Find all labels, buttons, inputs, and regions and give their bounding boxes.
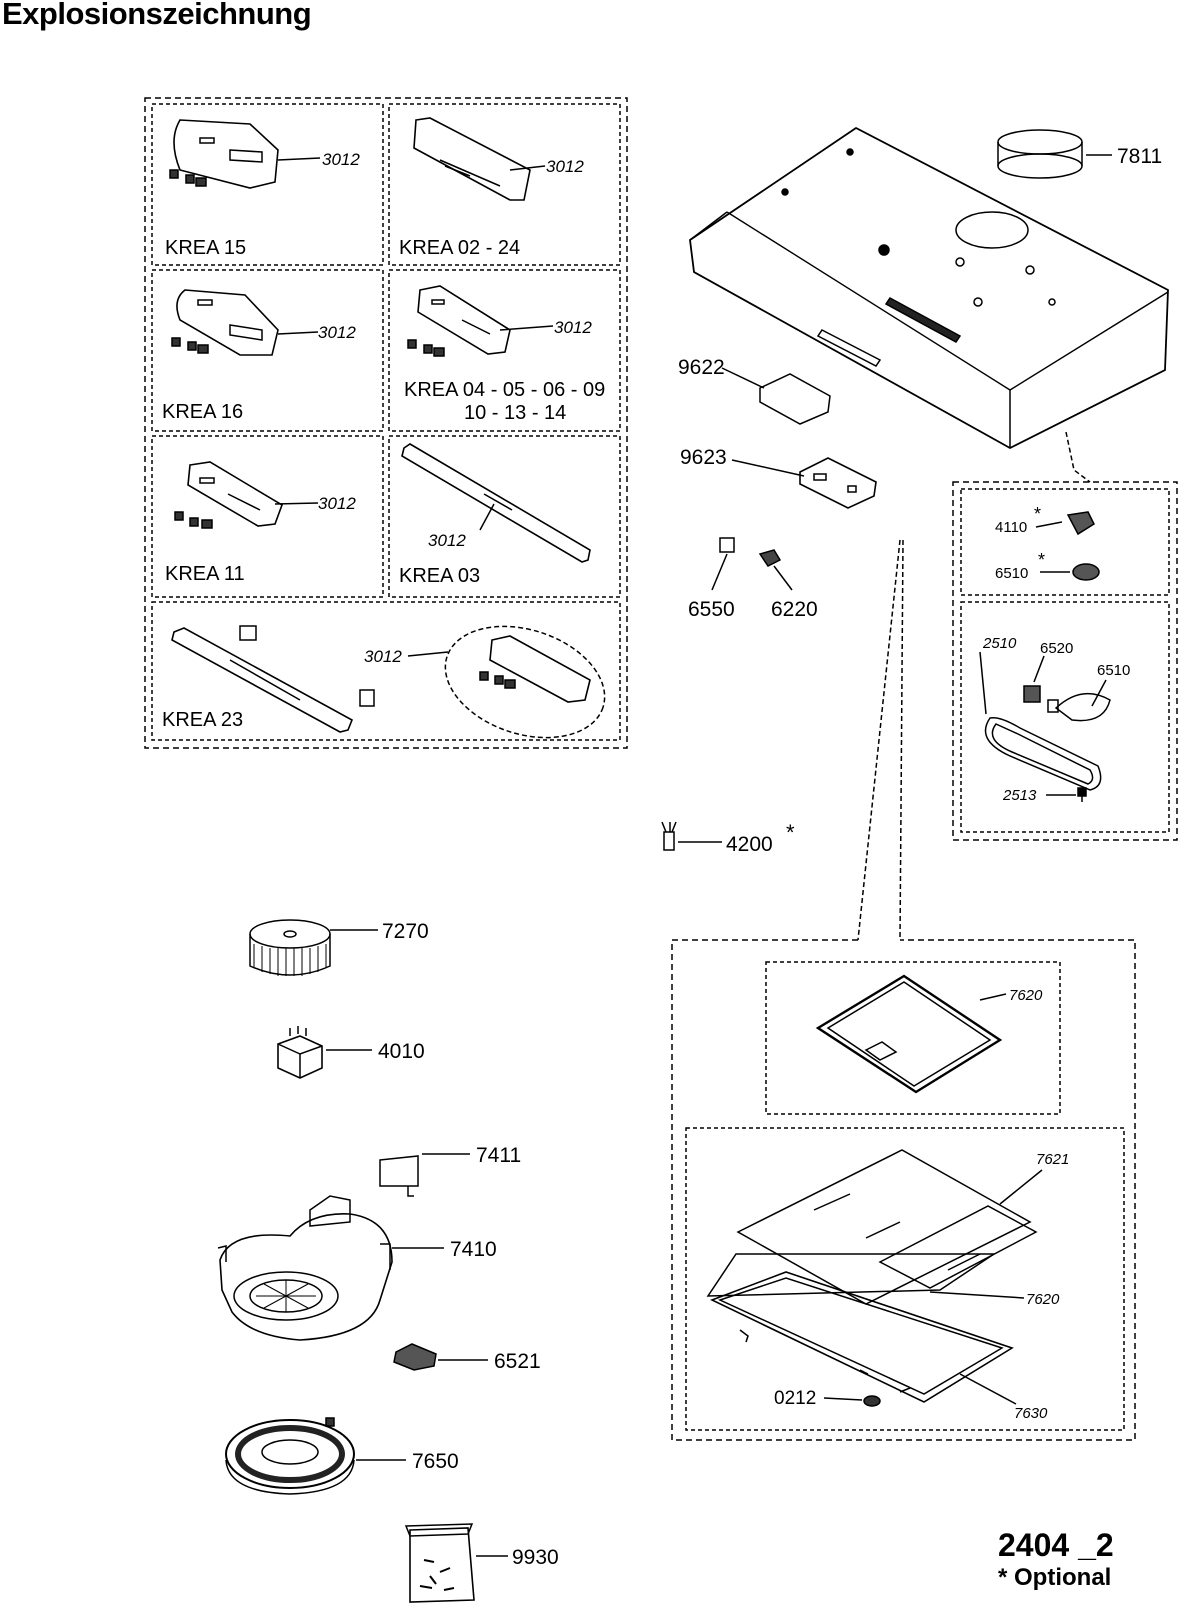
part-7411-bracket: 7411 [379,1144,521,1197]
part-9623: 9623 [680,446,877,509]
optional-mark-6510: * [1038,550,1045,570]
part-label-7410: 7410 [450,1238,497,1261]
panel-label-krea-23: KREA 23 [162,709,243,731]
panel-label-krea-15: KREA 15 [165,237,246,259]
part-label-4010: 4010 [378,1040,425,1063]
panel-krea-02-24: 3012 KREA 02 - 24 [388,103,621,266]
part-7410-blower-housing: 7410 [217,1195,497,1341]
part-4200: 4200 * [661,820,795,856]
part-label-7411: 7411 [476,1144,521,1167]
part-label-6510: 6510 [1097,662,1130,679]
panel-label-krea-03: KREA 03 [399,565,480,587]
part-3012-label: 3012 [554,318,592,337]
part-9622: 9622 [678,356,831,425]
part-label-7620: 7620 [1009,987,1043,1004]
part-label-4110: 4110 [995,519,1027,536]
part-7270-fan-wheel: 7270 [249,919,429,976]
part-label-0212: 0212 [774,1388,816,1409]
panel-krea-03: 3012 KREA 03 [388,435,621,598]
part-label-6550: 6550 [688,598,735,621]
panel-label-krea-04-09: KREA 04 - 05 - 06 - 09 [404,379,605,401]
panel-label-krea-02-24: KREA 02 - 24 [399,237,520,259]
part-label-9930: 9930 [512,1546,559,1569]
panel-label-krea-16: KREA 16 [162,401,243,423]
part-label-7620: 7620 [1026,1291,1060,1308]
filter-group: 7620 7621 7620 7630 0212 [671,539,1136,1441]
part-label-2513: 2513 [1002,787,1037,804]
part-7811-collar: 7811 [997,129,1162,179]
part-label-9623: 9623 [680,446,727,469]
part-3012-label: 3012 [318,494,356,513]
part-label-7270: 7270 [382,920,429,943]
panel-krea-11: 3012 KREA 11 [151,435,384,598]
part-label-6521: 6521 [494,1350,541,1373]
part-7650-grease-ring: 7650 [225,1417,459,1495]
part-3012-label: 3012 [364,647,402,666]
part-3012-label: 3012 [428,531,466,550]
part-9930-screw-bag: 9930 [404,1523,559,1603]
part-label-7650: 7650 [412,1450,459,1473]
part-label-2510: 2510 [982,635,1017,652]
panel-krea-16: 3012 KREA 16 [151,269,384,432]
panel-label-krea-11: KREA 11 [165,563,245,585]
part-label-7621: 7621 [1036,1151,1069,1168]
part-label-4200: 4200 [726,833,773,856]
part-4010-switch: 4010 [277,1026,425,1079]
panel-label-krea-10-14: 10 - 13 - 14 [464,402,566,424]
drawing-number: 2404 _2 [998,1527,1114,1563]
part-label-7811: 7811 [1117,145,1162,168]
panel-krea-23: 3012 KREA 23 [151,601,621,741]
optional-legend: * Optional [998,1564,1112,1591]
part-label-9622: 9622 [678,356,725,379]
part-label-6520: 6520 [1040,640,1073,657]
optional-mark-4200: * [786,820,795,845]
part-label-6220: 6220 [771,598,818,621]
part-6550-and-6220: 6550 6220 [688,537,818,621]
part-label-7630: 7630 [1014,1405,1048,1422]
page-title: Explosionszeichnung [2,0,312,31]
part-3012-label: 3012 [322,150,360,169]
lighting-group: 4110 * 6510 * 2510 6520 6510 2513 [952,431,1178,841]
part-6521-socket: 6521 [393,1343,541,1373]
control-panel-group-frame [144,97,628,749]
part-label-6510: 6510 [995,565,1028,582]
panel-krea-04-05-06-09: 3012 KREA 04 - 05 - 06 - 09 10 - 13 - 14 [388,269,621,432]
part-3012-label: 3012 [546,157,584,176]
hood-body [689,126,1169,450]
optional-mark-4110: * [1034,504,1041,524]
panel-krea-15: 3012 KREA 15 [151,103,384,266]
part-3012-label: 3012 [318,323,356,342]
